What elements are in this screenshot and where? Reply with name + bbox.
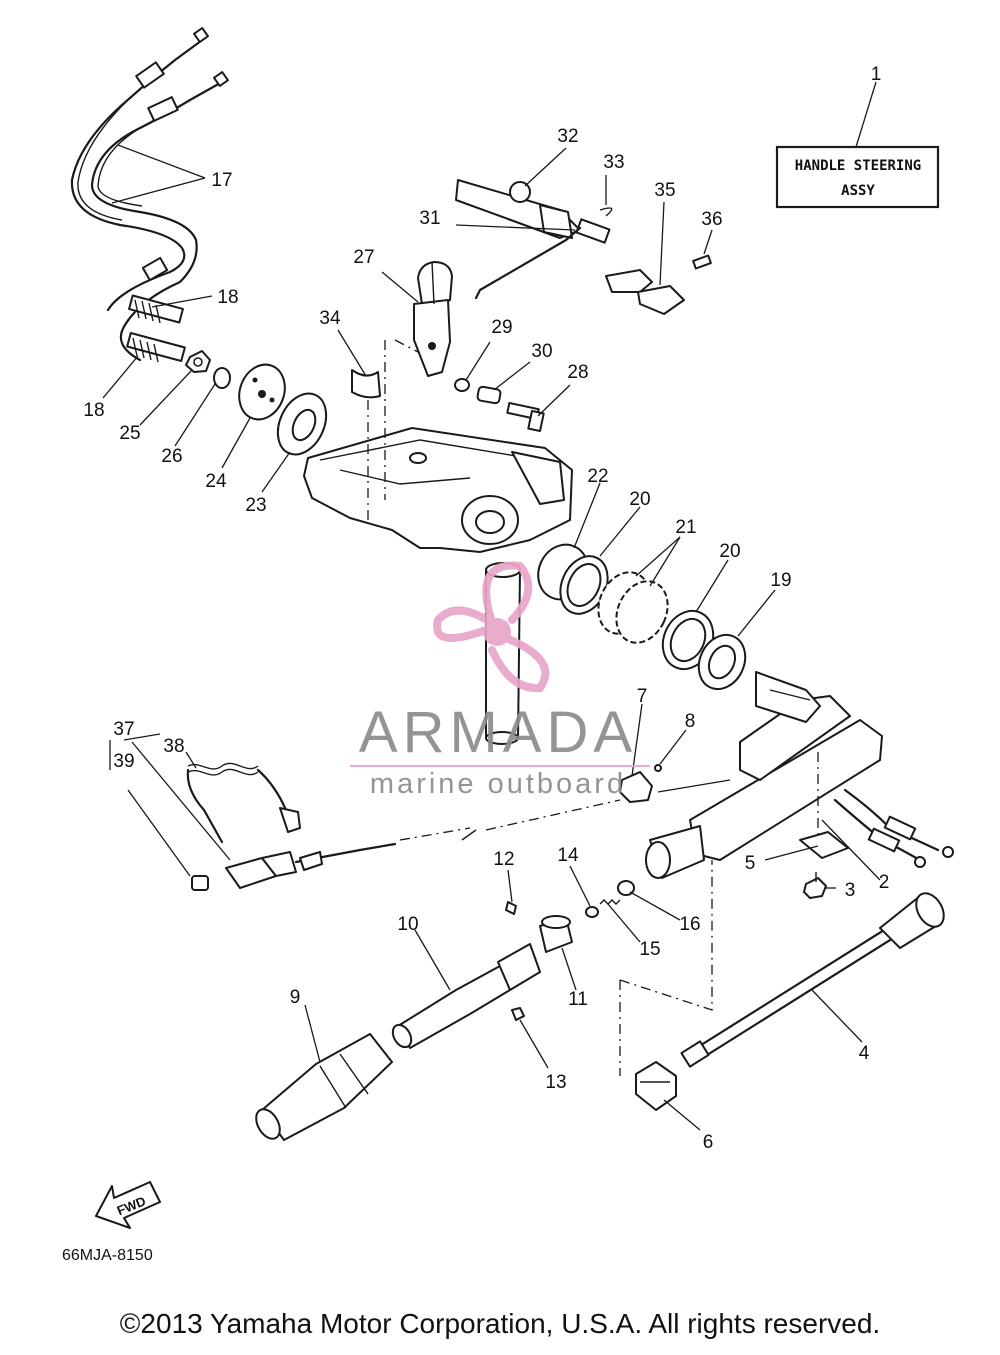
callout-24: 24 (205, 471, 227, 492)
friction-plate-group (139, 350, 328, 493)
callout-18-lower: 18 (83, 400, 104, 421)
callout-16: 16 (679, 914, 700, 935)
callout-19: 19 (770, 570, 791, 591)
stop-switch (619, 703, 731, 803)
tiller-arm (645, 671, 954, 881)
callout-10: 10 (397, 914, 418, 935)
callout-20-left: 20 (629, 489, 650, 510)
throttle-grip (255, 1004, 393, 1141)
callout-36: 36 (701, 209, 722, 230)
title-line-2: ASSY (841, 183, 875, 199)
callout-20-right: 20 (719, 541, 740, 562)
callout-35: 35 (654, 180, 675, 201)
callout-32: 32 (557, 126, 578, 147)
callout-39: 39 (113, 751, 134, 772)
callout-37: 37 (113, 719, 134, 740)
clamp-bracket (619, 860, 713, 1131)
throttle-cables (70, 27, 229, 399)
watermark-brand: ARMADA (359, 700, 637, 765)
callout-38: 38 (163, 736, 184, 757)
callout-17: 17 (211, 170, 232, 191)
collar-screws (505, 865, 681, 1069)
callout-13: 13 (545, 1072, 566, 1093)
callout-8: 8 (685, 711, 696, 732)
callout-4: 4 (859, 1043, 870, 1064)
steering-bracket (303, 329, 573, 553)
diagram-code: 66MJA-8150 (62, 1247, 153, 1264)
title-box: HANDLE STEERING ASSY (775, 81, 940, 209)
copyright-notice: ©2013 Yamaha Motor Corporation, U.S.A. A… (119, 1308, 881, 1339)
title-line-1: HANDLE STEERING (795, 158, 921, 174)
watermark: ARMADA marine outboard (350, 561, 650, 800)
callout-34: 34 (319, 308, 341, 329)
callout-28: 28 (567, 362, 588, 383)
callout-12: 12 (493, 849, 514, 870)
callout-11: 11 (568, 989, 588, 1010)
lanyard-group (109, 733, 621, 891)
cable-barrel-upper (128, 294, 184, 324)
callout-23: 23 (245, 495, 266, 516)
callout-27: 27 (353, 247, 374, 268)
forward-arrow-icon: FWD (95, 1181, 161, 1229)
callout-30: 30 (531, 341, 552, 362)
parts-diagram: HANDLE STEERING ASSY (62, 27, 954, 1264)
callout-22: 22 (587, 466, 608, 487)
shift-lever (381, 261, 453, 377)
callout-7: 7 (637, 686, 648, 707)
propeller-logo-icon (433, 561, 550, 693)
callout-numbers: 1 2 3 4 5 6 7 8 9 10 11 12 13 14 15 16 1… (83, 64, 889, 1153)
callout-31: 31 (419, 208, 440, 229)
callout-15: 15 (639, 939, 660, 960)
watermark-tagline: marine outboard (370, 768, 626, 800)
cable-barrel-lower (126, 331, 186, 363)
pins-group (454, 341, 571, 433)
shift-shaft-group (455, 147, 713, 315)
callout-1: 1 (871, 64, 882, 85)
callout-29: 29 (491, 317, 512, 338)
callout-26: 26 (161, 446, 182, 467)
callout-14: 14 (557, 845, 579, 866)
callout-5: 5 (745, 853, 756, 874)
callout-18-upper: 18 (217, 287, 238, 308)
friction-rod (680, 892, 945, 1068)
callout-33: 33 (603, 152, 624, 173)
callout-9: 9 (290, 987, 301, 1008)
callout-6: 6 (703, 1132, 714, 1153)
callout-2: 2 (879, 872, 890, 893)
callout-21: 21 (675, 517, 696, 538)
callout-3: 3 (845, 880, 856, 901)
throttle-shaft (391, 929, 541, 1049)
callout-25: 25 (119, 423, 140, 444)
bushings-group (537, 482, 776, 691)
plate-bolt (764, 831, 849, 899)
